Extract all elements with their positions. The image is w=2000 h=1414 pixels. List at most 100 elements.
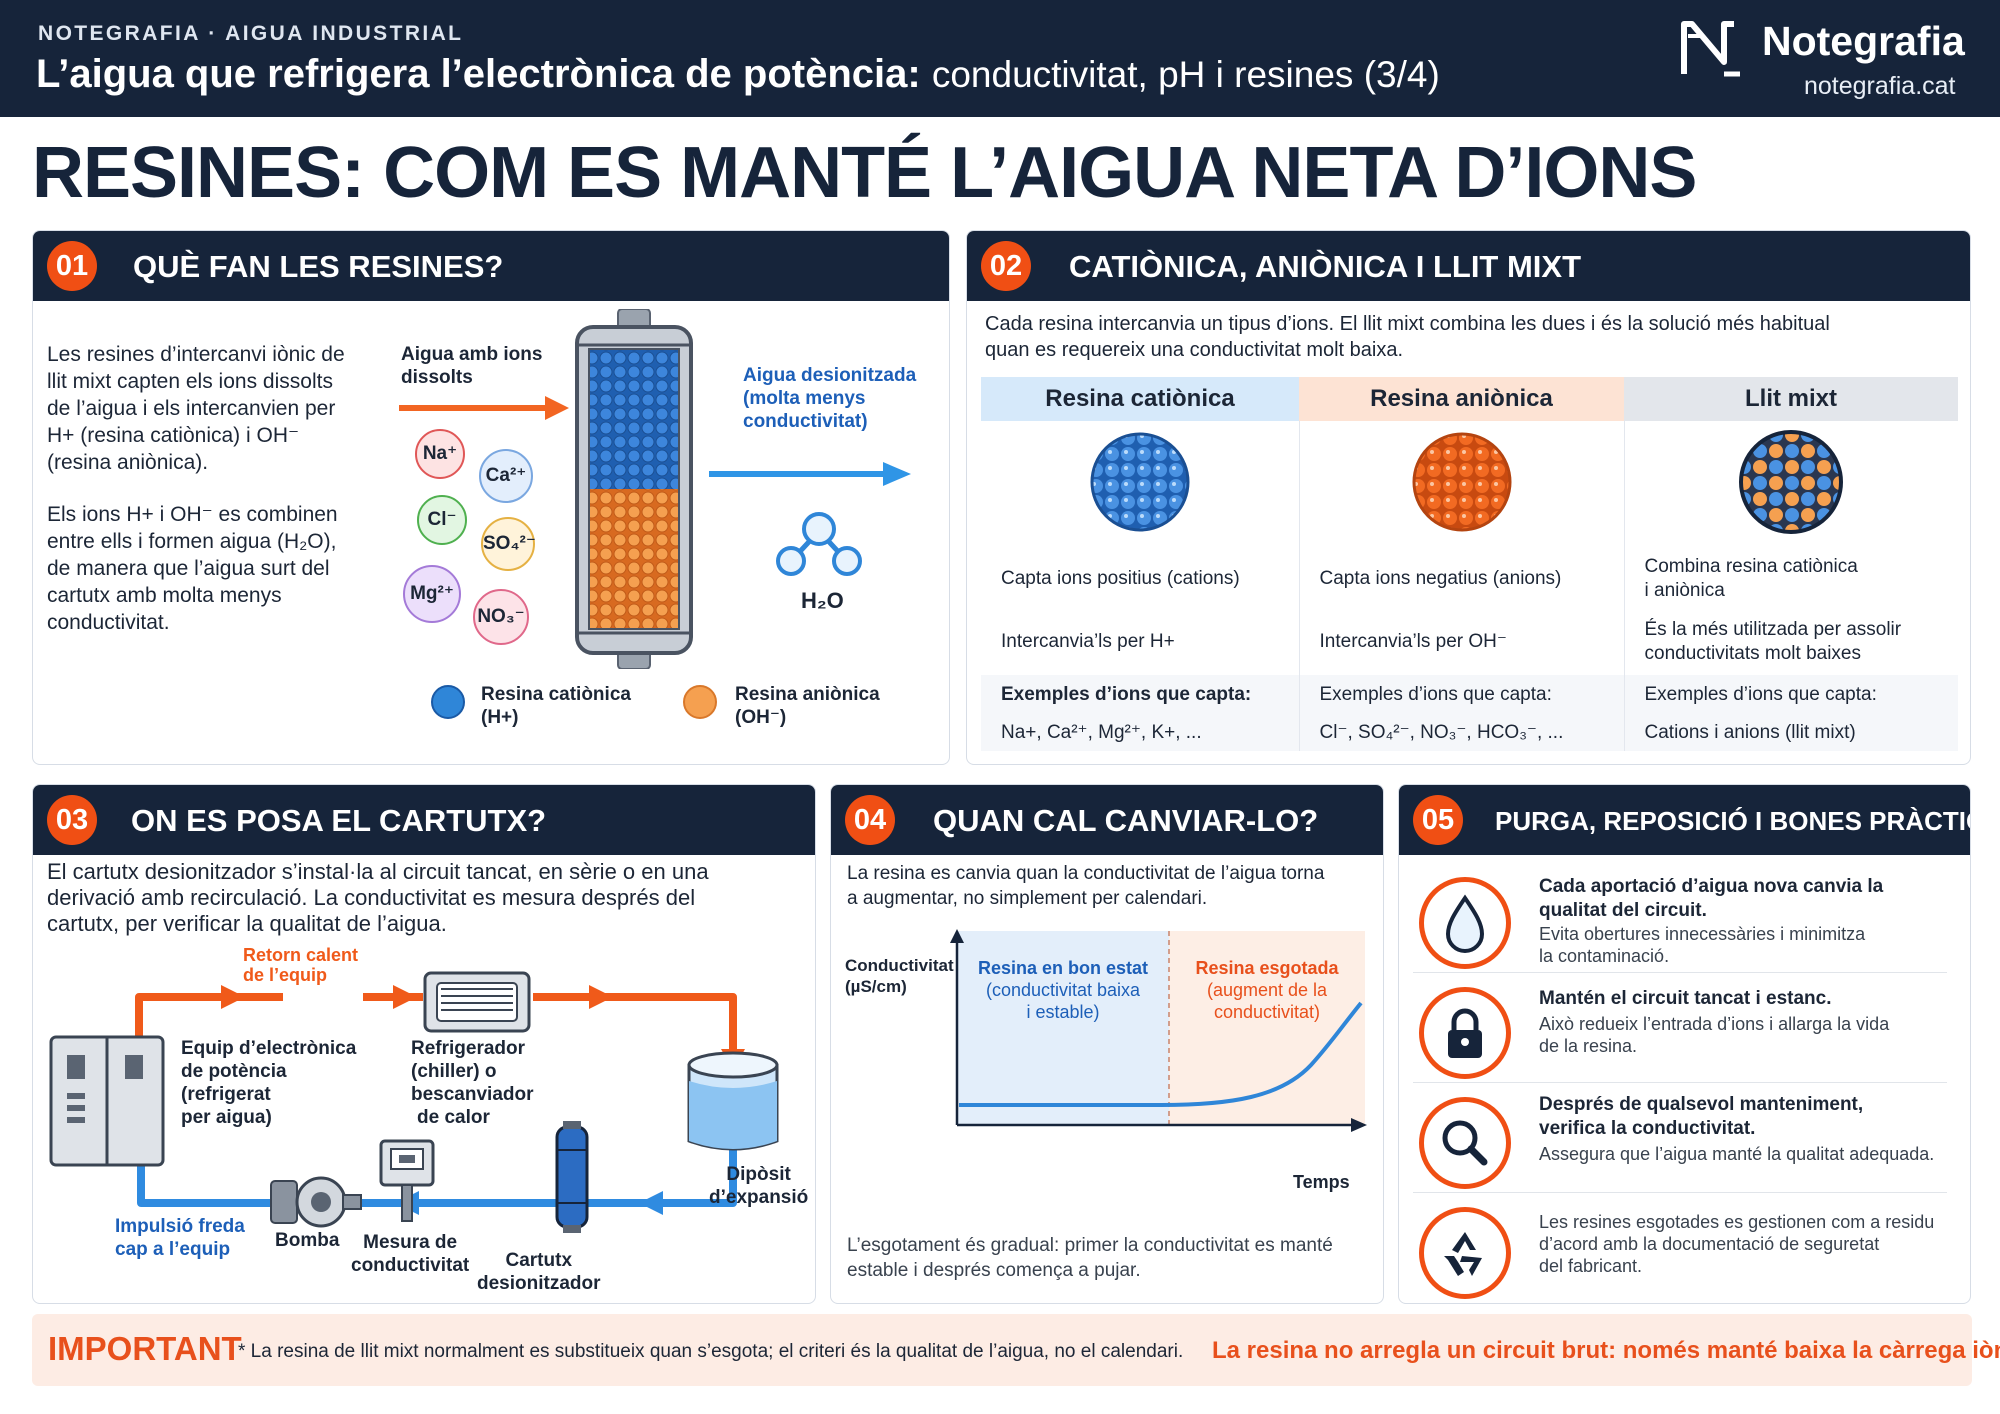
good-zone-line: i estable) (1026, 1002, 1100, 1022)
section-03-title: ON ES POSA EL CARTUTX? (131, 803, 547, 838)
hot-return-line: de l’equip (243, 965, 328, 985)
cell-mixed-examples-label: Exemples d’ions que capta: (1624, 675, 1958, 715)
col-header-mixed: Llit mixt (1624, 377, 1958, 421)
header-title-sub: conductivitat, pH i resines (3/4) (931, 54, 1440, 95)
top-header: NOTEGRAFIA · AIGUA INDUSTRIAL L’aigua qu… (0, 0, 2000, 117)
meter-label: Mesura de conductivitat (351, 1231, 469, 1277)
meter-line: Mesura de (363, 1232, 458, 1253)
cell-anion-exchange: Intercanvia’ls per OH⁻ (1299, 609, 1625, 675)
equipment-line: de potència (181, 1061, 287, 1082)
brand-url[interactable]: notegrafia.cat (1804, 72, 1956, 100)
y-axis-arrow-icon (950, 929, 964, 943)
cell-mixed-image (1624, 421, 1958, 549)
bold-line: Mantén el circuit tancat i estanc. (1539, 988, 1832, 1009)
text-line: de la resina. (1539, 1036, 1638, 1056)
cell-anion-image (1299, 421, 1625, 549)
meter-line: conductivitat (351, 1255, 470, 1276)
practice-2-text: Això redueix l’entrada d’ions i allarga … (1539, 1013, 1889, 1057)
conductivity-curve (959, 1001, 1363, 1107)
expansion-tank-icon (687, 1051, 779, 1151)
expansion-tank-label: Dipòsit d’expansió (709, 1163, 808, 1209)
anion-resin-beads-icon (1412, 432, 1511, 531)
ion-magnesium: Mg²⁺ (403, 565, 461, 623)
section-02-intro: Cada resina intercanvia un tipus d’ions.… (985, 311, 1830, 363)
cartridge-line: desionitzador (477, 1273, 601, 1294)
cold-arrow-1-icon (639, 1191, 663, 1215)
good-zone-background (957, 931, 1169, 1125)
good-zone-line: Resina en bon estat (977, 958, 1149, 978)
ion-sodium: Na⁺ (415, 429, 465, 479)
section-04-note: L’esgotament és gradual: primer la condu… (847, 1233, 1333, 1283)
inlet-label-line: Aigua amb ions (401, 344, 543, 365)
mixed-bed-cartridge-icon (575, 309, 693, 669)
cold-supply-pipe (137, 1141, 737, 1207)
cell-cation-image (981, 421, 1300, 549)
header-title-main: L’aigua que refrigera l’electrònica de p… (36, 52, 921, 96)
deionizer-cartridge-icon (555, 1121, 589, 1233)
good-zone-line: (conductivitat baixa (985, 980, 1141, 1000)
legend-anion-line: Resina aniònica (735, 684, 880, 705)
ion-nitrate: NO₃⁻ (473, 589, 529, 645)
bold-line: verifica la conductivitat. (1539, 1118, 1756, 1139)
cartridge-label: Cartutx desionitzador (477, 1249, 601, 1295)
cell-anion-captures: Capta ions negatius (anions) (1299, 549, 1625, 609)
practice-1-bold: Cada aportació d’aigua nova canvia la qu… (1539, 875, 1883, 923)
inlet-label-line: dissolts (401, 367, 473, 388)
section-04-intro: La resina es canvia quan la conductivita… (847, 861, 1324, 911)
cell-mixed-examples: Cations i anions (llit mixt) (1624, 715, 1958, 751)
legend-cation-dot (431, 685, 465, 719)
text-line: Això redueix l’entrada d’ions i allarga … (1539, 1014, 1890, 1034)
x-axis-arrow-icon (1351, 1118, 1367, 1132)
text-line: Assegura que l’aigua manté la qualitat a… (1539, 1144, 1935, 1164)
header-kicker: NOTEGRAFIA · AIGUA INDUSTRIAL (38, 22, 464, 45)
para1-line: llit mixt capten els ions dissolts (47, 370, 333, 393)
text-line: Capta ions positius (cations) (1001, 568, 1240, 589)
section-01-number: 01 (47, 241, 97, 291)
equipment-line: per aigua) (181, 1107, 272, 1128)
para2-line: cartutx amb molta menys (47, 584, 282, 607)
practice-3-bold: Després de qualsevol manteniment, verifi… (1539, 1093, 1863, 1141)
text-line: del fabricant. (1539, 1256, 1643, 1276)
section-cartridge-location: 03 ON ES POSA EL CARTUTX? El cartutx des… (32, 784, 816, 1304)
para1-line: Les resines d’intercanvi iònic de (47, 343, 345, 366)
chiller-line: (chiller) o (411, 1061, 497, 1082)
cold-supply-line: Impulsió freda (115, 1216, 245, 1237)
text-line: la contaminació. (1539, 946, 1670, 966)
intro-line: a augmentar, no simplement per calendari… (847, 888, 1208, 909)
power-electronics-cabinet-icon (49, 1035, 165, 1167)
ylabel-line: Conductivitat (845, 956, 954, 975)
legend-cation-label: Resina catiònica (H+) (481, 683, 631, 729)
important-note: * La resina de llit mixt normalment es s… (238, 1341, 1184, 1362)
section-03-intro: El cartutx desionitzador s’instal·la al … (47, 859, 709, 937)
intro-line: cartutx, per verificar la qualitat de l’… (47, 911, 447, 936)
outlet-label: Aigua desionitzada (molta menys conducti… (743, 364, 916, 433)
col-header-cation: Resina catiònica (981, 377, 1299, 421)
section-04-title: QUAN CAL CANVIAR-LO? (933, 803, 1319, 838)
chiller-line: Refrigerador (411, 1038, 526, 1059)
main-title: RESINES: COM ES MANTÉ L’AIGUA NETA D’ION… (32, 133, 1697, 213)
section-when-to-replace: 04 QUAN CAL CANVIAR-LO? La resina es can… (830, 784, 1384, 1304)
chiller-line: bescanviador (411, 1084, 534, 1105)
practice-item-closed-circuit: Mantén el circuit tancat i estanc. Això … (1413, 977, 1947, 1083)
bold-line: Cada aportació d’aigua nova canvia la (1539, 876, 1884, 897)
spent-zone-line: conductivitat) (1213, 1002, 1321, 1022)
cooling-circuit-diagram (49, 971, 779, 1233)
note-line: estable i després comença a pujar. (847, 1260, 1141, 1281)
recycle-icon (1419, 1207, 1511, 1299)
practice-1-text: Evita obertures innecessàries i minimitz… (1539, 923, 1865, 967)
equipment-label: Equip d’electrònica de potència (refrige… (181, 1037, 356, 1129)
important-bar: IMPORTANT * La resina de llit mixt norma… (32, 1314, 2000, 1386)
cold-supply-line: cap a l’equip (115, 1239, 231, 1260)
inlet-label: Aigua amb ions dissolts (401, 343, 542, 389)
practice-item-water-input: Cada aportació d’aigua nova canvia la qu… (1413, 867, 1947, 973)
para2-line: entre ells i formen aigua (H₂O), (47, 530, 337, 553)
legend-anion-dot (683, 685, 717, 719)
practice-3-text: Assegura que l’aigua manté la qualitat a… (1539, 1143, 1934, 1165)
hot-return-label: Retorn calent de l’equip (243, 945, 358, 985)
brand-name: Notegrafia (1762, 18, 1965, 64)
intro-line: Cada resina intercanvia un tipus d’ions.… (985, 313, 1830, 335)
tank-line: d’expansió (709, 1187, 809, 1208)
section-good-practices: 05 PURGA, REPOSICIÓ I BONES PRÀCTIQUES C… (1398, 784, 1971, 1304)
inlet-arrow-icon (399, 396, 569, 420)
